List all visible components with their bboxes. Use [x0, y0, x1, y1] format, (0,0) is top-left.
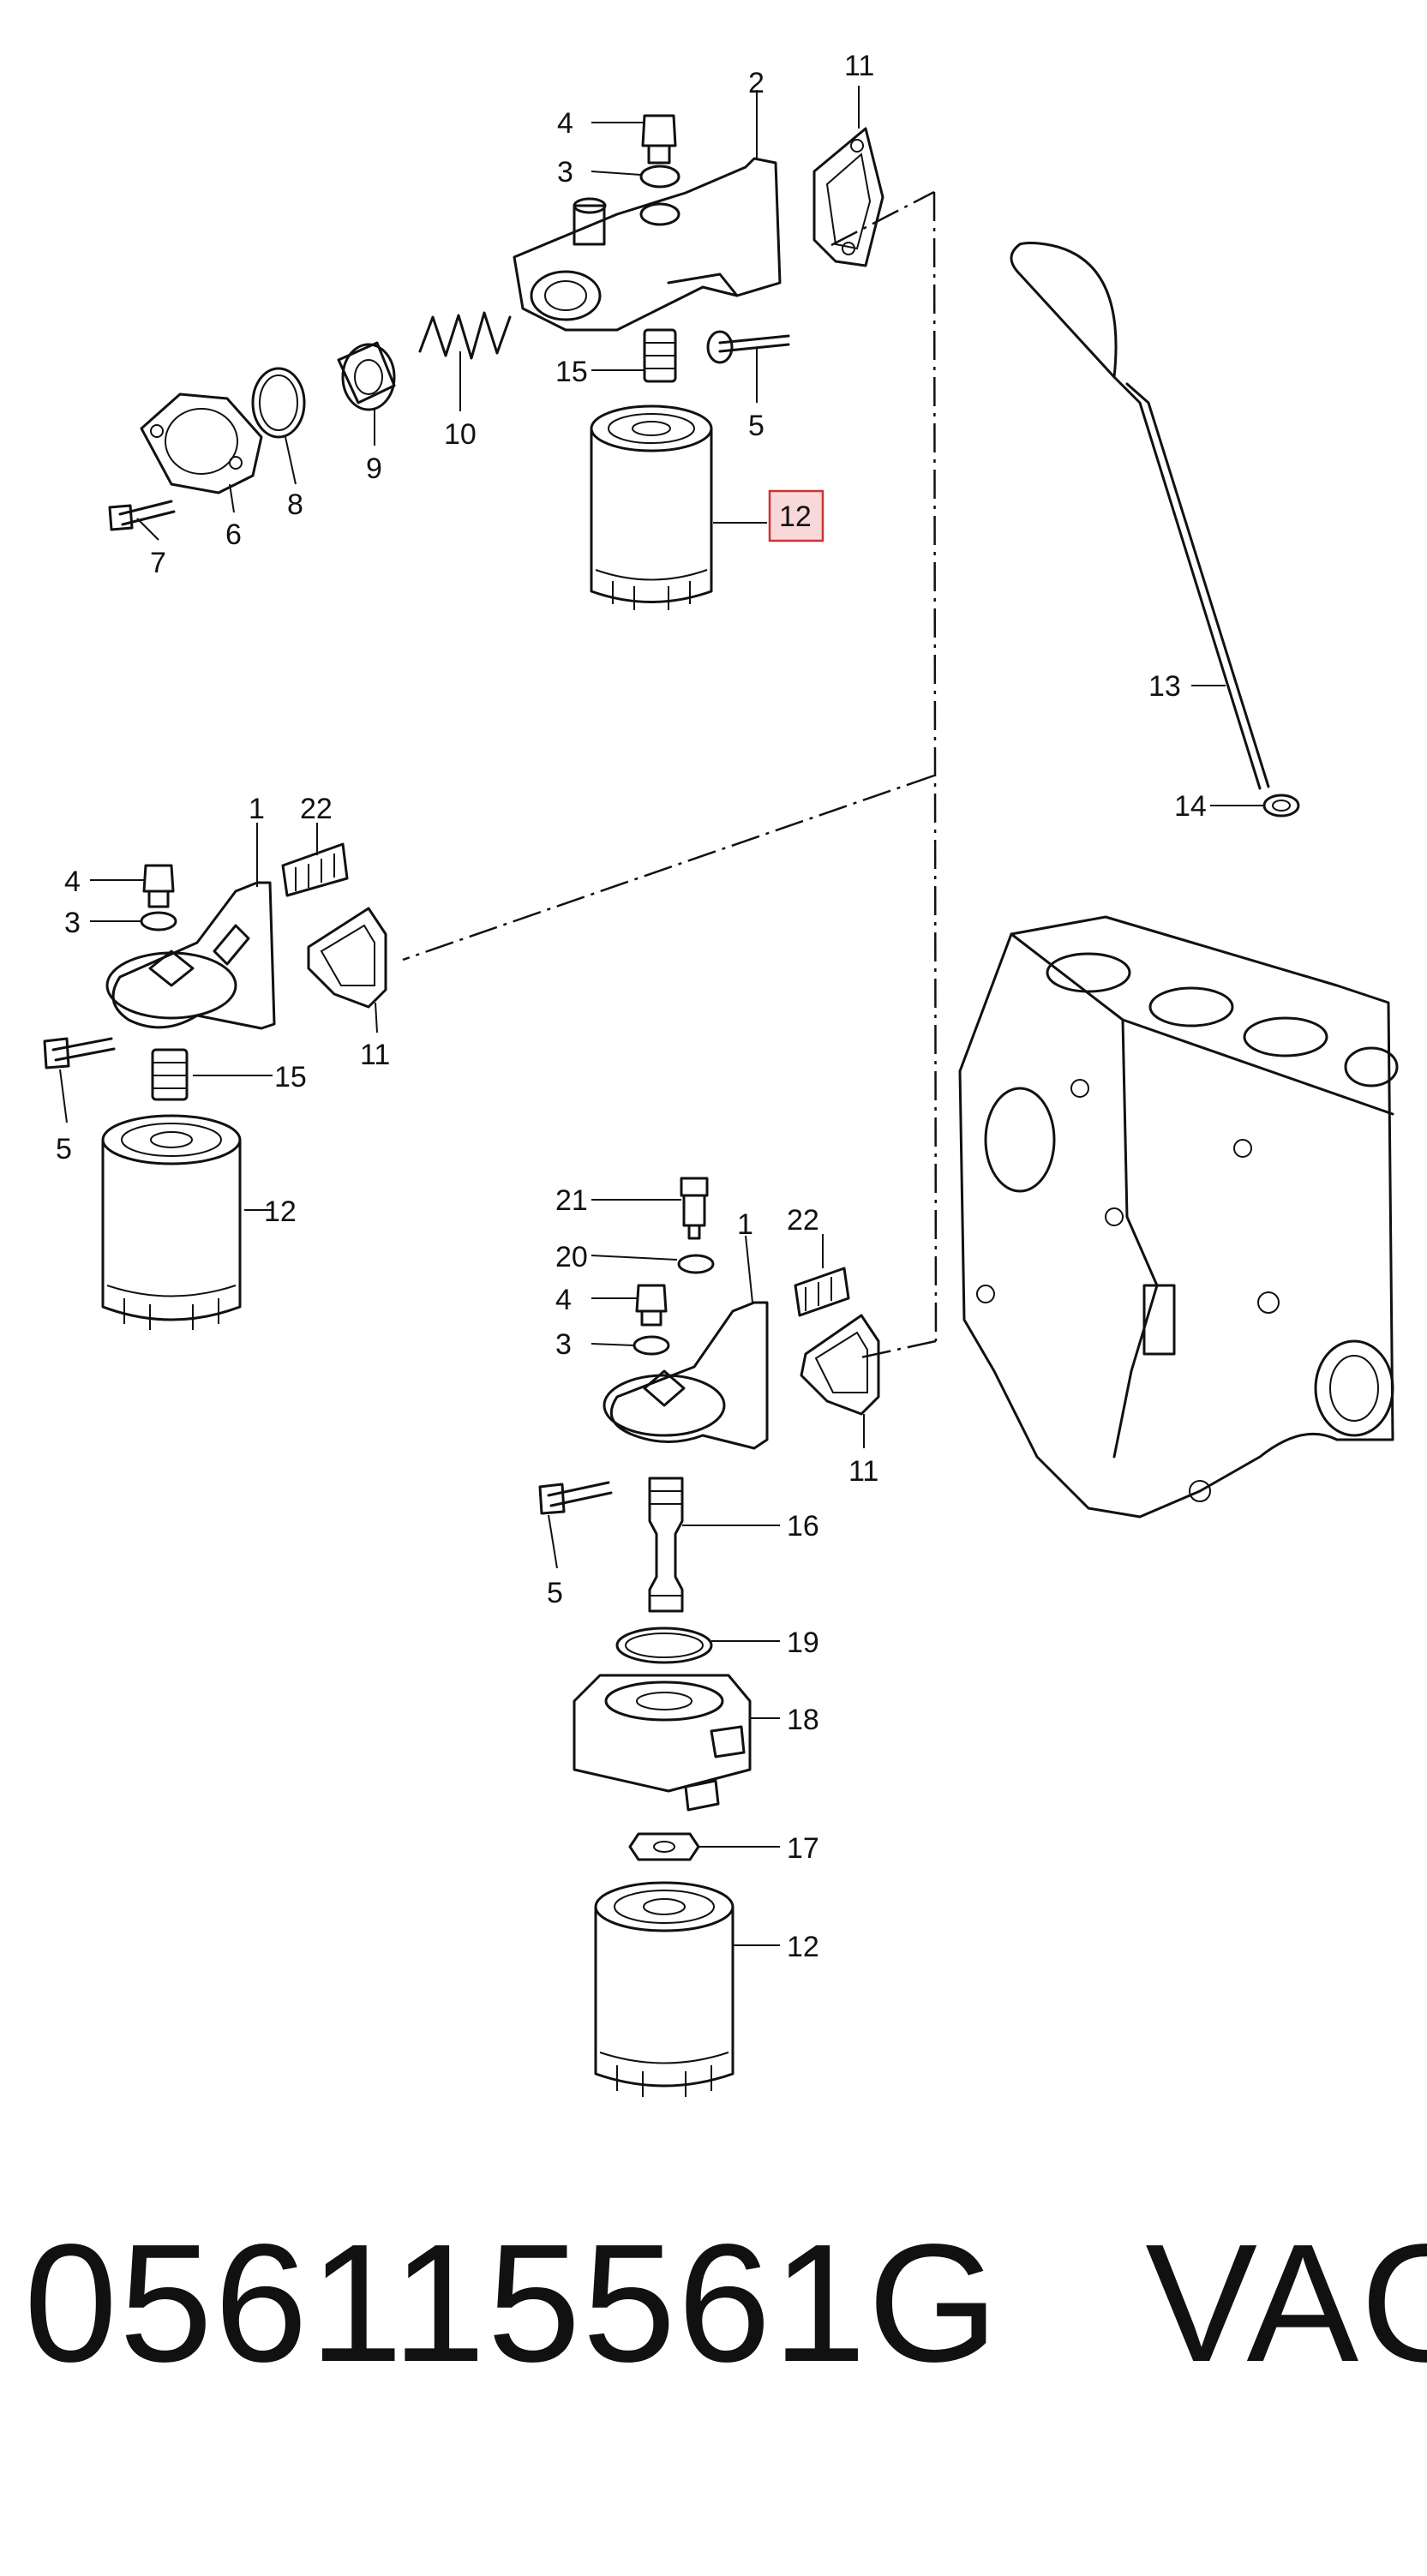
callout-3-lower: 3 — [555, 1328, 572, 1361]
callout-3-left: 3 — [64, 907, 81, 939]
brand-name: VAG — [1145, 2209, 1427, 2397]
leader-lines — [59, 86, 1264, 1946]
callout-11-top: 11 — [844, 50, 874, 82]
callout-5-lower: 5 — [547, 1577, 563, 1609]
callout-20: 20 — [555, 1241, 588, 1273]
oil-dipstick — [1010, 242, 1300, 818]
callout-11-left: 11 — [360, 1039, 390, 1071]
oil-filter-bottom — [594, 1881, 734, 2097]
callout-11-lower: 11 — [848, 1455, 878, 1488]
callout-15-top: 15 — [555, 356, 588, 388]
lower-cooler-assembly — [538, 1177, 880, 1861]
callout-22-lower: 22 — [787, 1204, 819, 1237]
callout-19: 19 — [787, 1626, 819, 1659]
middle-left-bracket-assembly — [43, 842, 387, 1101]
callout-5-left: 5 — [56, 1133, 72, 1165]
callout-22-left: 22 — [300, 793, 333, 825]
callout-6: 6 — [225, 518, 242, 551]
callout-7: 7 — [150, 547, 166, 579]
assembly-guide-lines — [402, 190, 938, 1360]
callout-1-left: 1 — [249, 793, 265, 825]
callout-8: 8 — [287, 488, 303, 521]
callout-4-left: 4 — [64, 866, 81, 898]
upper-filter-bracket-assembly — [108, 114, 884, 531]
callout-10: 10 — [444, 418, 477, 451]
callout-15-left: 15 — [274, 1061, 307, 1093]
callout-18: 18 — [787, 1704, 819, 1736]
callout-1-lower: 1 — [737, 1208, 753, 1241]
callout-14: 14 — [1174, 790, 1207, 823]
callout-labels: 11 2 4 3 15 5 10 9 8 6 7 12 13 14 1 22 4… — [56, 50, 1207, 1963]
callout-3-top: 3 — [557, 156, 573, 189]
callout-4-top: 4 — [557, 107, 573, 140]
oil-filter-left — [101, 1114, 242, 1330]
callout-16: 16 — [787, 1510, 819, 1543]
part-number: 056115561G — [24, 2209, 1000, 2397]
callout-5-top: 5 — [748, 410, 764, 442]
oil-filter-top — [590, 404, 713, 610]
engine-block — [958, 915, 1399, 1519]
callout-2: 2 — [748, 67, 764, 99]
callout-21: 21 — [555, 1184, 588, 1217]
callout-4-lower: 4 — [555, 1284, 572, 1316]
callout-9: 9 — [366, 452, 382, 485]
part-caption: 056115561G VAG — [24, 2220, 1427, 2387]
callout-12-top: 12 — [779, 500, 812, 533]
callout-17: 17 — [787, 1832, 819, 1865]
callout-13: 13 — [1148, 670, 1181, 703]
highlight-box — [768, 489, 824, 542]
callout-12-lower: 12 — [787, 1931, 819, 1963]
callout-12-left: 12 — [264, 1195, 297, 1228]
